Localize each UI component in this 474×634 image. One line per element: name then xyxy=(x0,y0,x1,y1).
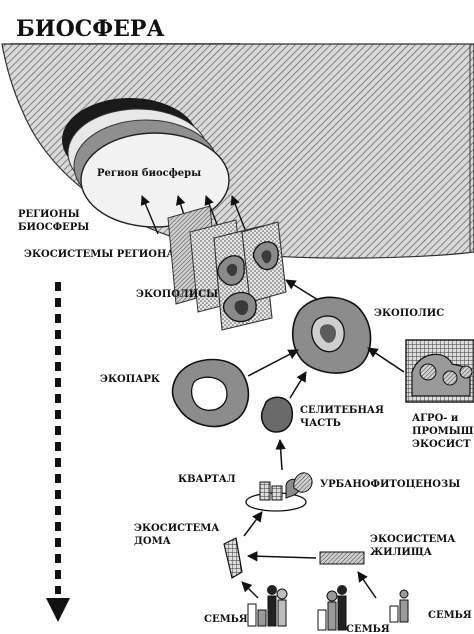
region-biosphere-label: Регион биосферы xyxy=(97,168,201,179)
eco-dwelling-label-line1: ЭКОСИСТЕМА xyxy=(370,534,456,545)
arrow-kvartal-to-selitebnaya xyxy=(280,440,282,470)
agro-circle-1 xyxy=(420,364,436,380)
family-right-label: СЕМЬЯ xyxy=(428,610,472,621)
family-right-figures xyxy=(390,590,408,622)
selitebnaya-label-line1: СЕЛИТЕБНАЯ xyxy=(300,405,384,416)
arrow-ecopark-to-ecopolis xyxy=(248,350,298,376)
kvartal-building-2 xyxy=(272,486,282,500)
arrow-dwelling-to-house xyxy=(248,556,316,558)
regions-label-line2: БИОСФЕРЫ xyxy=(18,222,89,233)
eco-house-label-line2: ДОМА xyxy=(134,536,172,547)
kvartal-building-1 xyxy=(260,482,270,500)
house-shape xyxy=(224,538,242,578)
regions-label-line1: РЕГИОНЫ xyxy=(18,209,80,220)
urbanophyto-label: УРБАНОФИТОЦЕНОЗЫ xyxy=(320,479,460,490)
ecopolises-label: ЭКОПОЛИСЫ xyxy=(136,289,218,300)
hierarchy-arrowhead xyxy=(46,598,70,622)
eco-dwelling-label-line2: ЖИЛИЩА xyxy=(370,547,433,558)
agro-circle-3 xyxy=(460,366,472,378)
agro-label-line1: АГРО- и xyxy=(412,413,459,424)
agro-circle-2 xyxy=(443,371,457,385)
arrow-house-to-kvartal xyxy=(244,512,262,536)
family-mid-label: СЕМЬЯ xyxy=(346,624,390,634)
arrow-family-right-to-dwelling xyxy=(358,572,376,598)
eco-house-label-line1: ЭКОСИСТЕМА xyxy=(134,523,220,534)
ecosystems-region-label: ЭКОСИСТЕМЫ РЕГИОНА xyxy=(24,249,175,260)
dwelling-strip xyxy=(320,552,364,564)
arrow-ecopolis-to-cards xyxy=(286,280,318,300)
arrow-family-left-to-house xyxy=(242,582,258,598)
ecopark-core xyxy=(192,377,227,410)
arrow-selitebnaya-to-ecopolis xyxy=(290,372,306,398)
family-mid-figures xyxy=(318,585,347,630)
agro-label-line3: ЭКОСИСТ xyxy=(412,439,471,450)
kvartal-label: КВАРТАЛ xyxy=(178,474,236,485)
family-left-label: СЕМЬЯ xyxy=(204,614,248,625)
urbanophyto-tree xyxy=(294,473,312,492)
ecopolis-label: ЭКОПОЛИС xyxy=(374,308,444,319)
selitebnaya-shape xyxy=(262,397,293,432)
selitebnaya-label-line2: ЧАСТЬ xyxy=(300,418,341,429)
agro-label-line2: ПРОМЫШ xyxy=(412,426,474,437)
arrow-agro-to-ecopolis xyxy=(368,348,404,372)
diagram-title: БИОСФЕРА xyxy=(16,16,164,42)
family-left-figures xyxy=(248,585,287,626)
ecopark-label: ЭКОПАРК xyxy=(100,374,160,385)
